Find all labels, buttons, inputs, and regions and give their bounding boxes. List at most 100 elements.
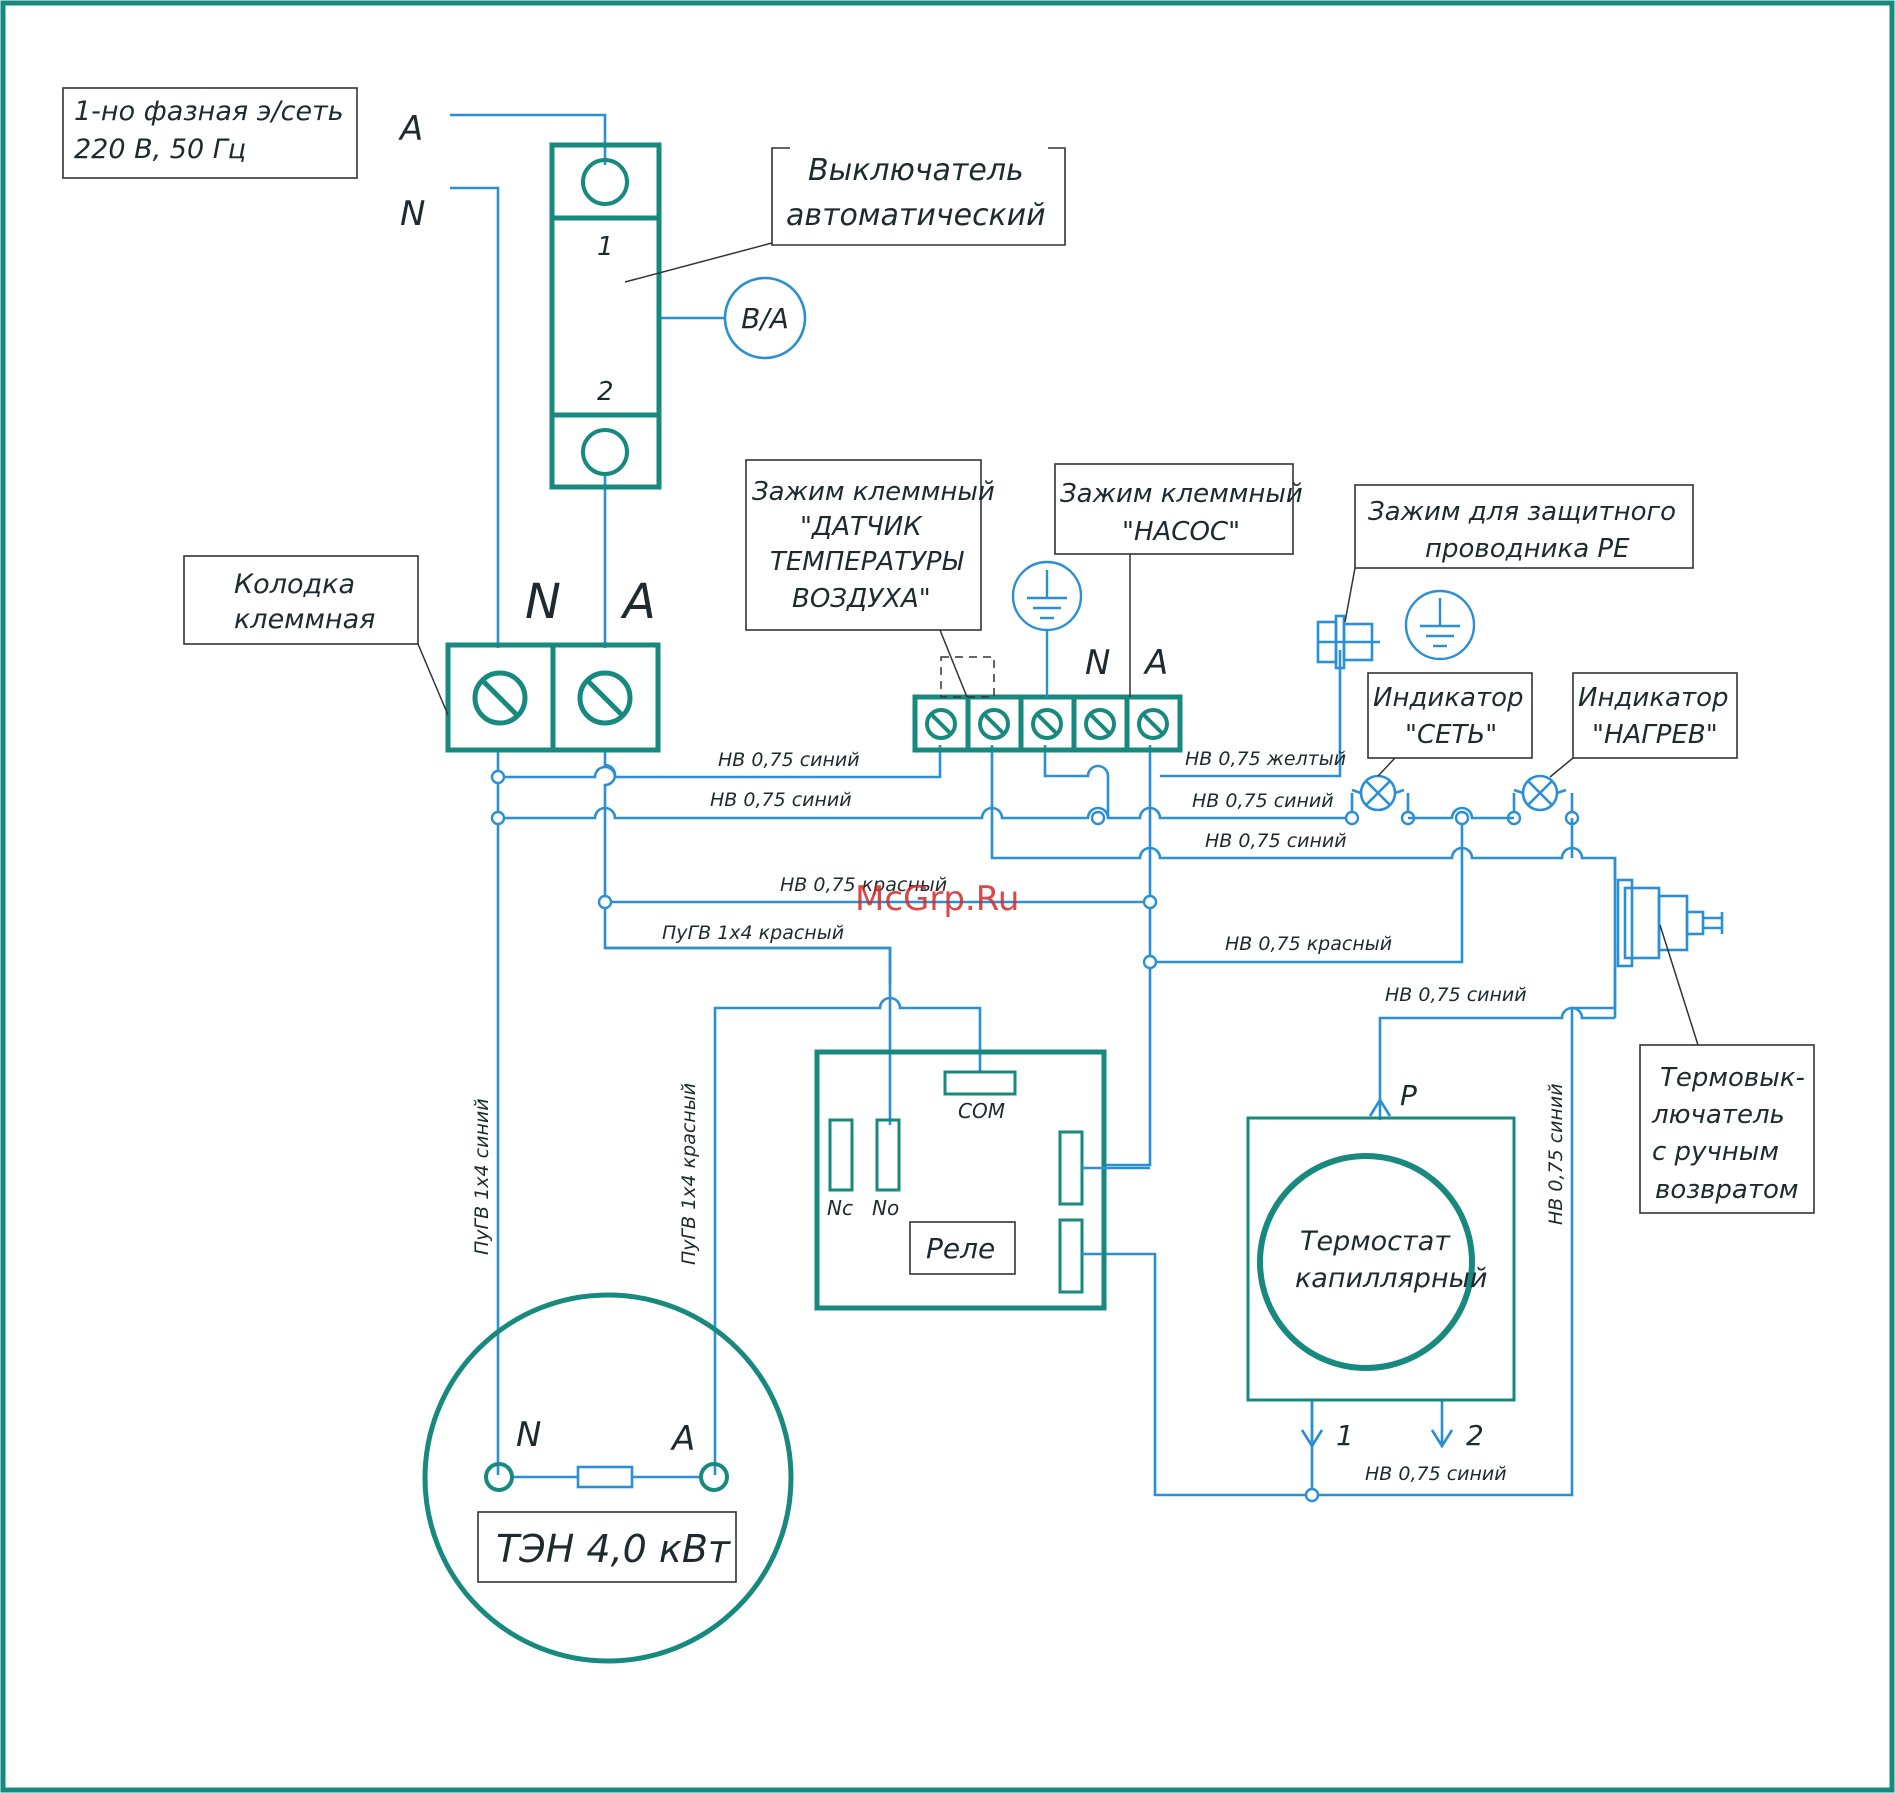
sensor-label-box [745, 459, 982, 631]
heater-terminal-n [484, 1462, 514, 1492]
indicator-lamp-heat [1506, 774, 1580, 826]
junction-dot [597, 894, 613, 910]
pump-label-box [1054, 463, 1294, 555]
pe-leader [1344, 567, 1356, 623]
indicator-power-line1: Индикатор [1373, 683, 1524, 713]
wire-label: ПуГВ 1х4 синий [471, 1098, 493, 1255]
indicator-lamp-power [1344, 774, 1416, 826]
pump-n-label: N [1085, 643, 1110, 683]
heater-label-box [477, 1511, 737, 1583]
wire-supply-a [450, 113, 607, 165]
breaker-pin1: 1 [597, 232, 614, 262]
cutout-leader [1659, 924, 1699, 1046]
block-label1: Колодка [234, 569, 355, 600]
cutout-line4: возвратом [1655, 1175, 1798, 1205]
relay-label: Реле [926, 1232, 995, 1265]
pe-ground-icon [1404, 589, 1476, 661]
wire-a-main [603, 748, 892, 985]
sensor-line3: ТЕМПЕРАТУРЫ [770, 547, 965, 577]
supply-neutral-label: N [400, 194, 425, 234]
indicator-power-leader [1377, 757, 1396, 777]
cutout-line3: с ручным [1652, 1137, 1779, 1167]
wire-pump-a [1102, 745, 1152, 1167]
thermostat-out2-label: 2 [1466, 1419, 1484, 1452]
relay-com-label: COM [958, 1099, 1005, 1123]
terminal-strip [912, 656, 1183, 753]
breaker-badge-text: В/А [741, 302, 789, 335]
supply-line1: 1-но фазная э/сеть [74, 96, 344, 127]
block-a-label: А [620, 574, 656, 630]
sensor-line4: ВОЗДУХА" [792, 584, 931, 614]
breaker-leader [624, 242, 773, 283]
sensor-line1: Зажим клеммный [752, 477, 995, 507]
block-label-box [183, 555, 419, 645]
block-leader [417, 643, 449, 716]
sensor-dashed-link [940, 656, 995, 698]
block-label2: клеммная [234, 604, 375, 635]
wire-row-777 [498, 745, 942, 779]
wire-row-962 [1150, 818, 1464, 964]
block-n-label: N [525, 574, 561, 630]
breaker-pin2: 2 [597, 377, 614, 407]
supply-phase-label: А [398, 109, 423, 149]
relay-no-label: No [872, 1196, 899, 1220]
wire-label: НВ 0,75 красный [780, 874, 947, 896]
wire-row-818 [498, 806, 1352, 820]
indicator-heat-leader [1549, 757, 1574, 778]
pe-bolt-icon [1316, 614, 1380, 670]
indicator-heat-line1: Индикатор [1578, 683, 1729, 713]
pe-line2: проводника РЕ [1425, 534, 1630, 564]
thermostat-line1: Термостат [1300, 1226, 1451, 1257]
wire-label: НВ 0,75 синий [1205, 830, 1347, 852]
supply-label-box [62, 87, 358, 179]
wire-lamp-link [1408, 806, 1514, 820]
heater [422, 1292, 794, 1664]
ground-icon [1011, 560, 1083, 697]
heater-n-label: N [516, 1415, 541, 1455]
breaker-label2: автоматический [786, 198, 1046, 233]
wire-pump-n-link [1043, 745, 1110, 818]
junction-dot [1142, 954, 1158, 970]
junction-dot [490, 769, 506, 785]
relay-com-contact [943, 1070, 1017, 1096]
relay-nc-contact [828, 1118, 854, 1192]
wire-supply-n [450, 186, 500, 648]
junction-dot [1454, 810, 1470, 826]
wire-label: НВ 0,75 синий [1385, 984, 1527, 1006]
heater-resistor [576, 1465, 634, 1489]
breaker-terminal-bottom [581, 428, 629, 476]
pump-a-label: А [1143, 643, 1168, 683]
supply-line2: 220 В, 50 Гц [74, 134, 246, 165]
pe-line1: Зажим для защитного [1368, 497, 1676, 527]
wire-relay-coil [1082, 1166, 1150, 1256]
watermark: McGrp.Ru [855, 879, 1019, 919]
arrow-2 [1430, 1400, 1454, 1449]
heater-a-label: А [670, 1419, 695, 1459]
pump-line1: Зажим клеммный [1060, 479, 1303, 509]
arrow-p [1368, 1099, 1392, 1117]
breaker-terminal-top [581, 158, 629, 206]
relay [814, 1049, 1107, 1311]
cutout-line2: лючатель [1651, 1100, 1785, 1130]
junction-dot [1304, 1487, 1320, 1503]
thermal-cutout-icon [1613, 858, 1724, 1018]
indicator-heat-line2: "НАГРЕВ" [1592, 720, 1718, 750]
heater-label: ТЭН 4,0 кВт [496, 1527, 732, 1571]
thermostat-out1-label: 1 [1336, 1419, 1354, 1452]
breaker-badge-circle [723, 276, 807, 360]
indicator-power-line2: "СЕТЬ" [1405, 720, 1497, 750]
relay-label-box [909, 1221, 1016, 1275]
relay-coil-bottom [1058, 1218, 1084, 1294]
relay-nc-label: Nc [827, 1196, 853, 1220]
wire-label: НВ 0,75 синий [1545, 1083, 1567, 1225]
sensor-leader [939, 629, 968, 698]
wire-yellow-pe [1160, 650, 1342, 778]
sensor-line2: "ДАТЧИК [800, 512, 923, 542]
indicator-heat-box [1572, 672, 1738, 759]
thermostat-line2: капиллярный [1295, 1263, 1487, 1294]
wire-label: НВ 0,75 синий [1365, 1463, 1507, 1485]
wire-label: НВ 0,75 синий [710, 789, 852, 811]
